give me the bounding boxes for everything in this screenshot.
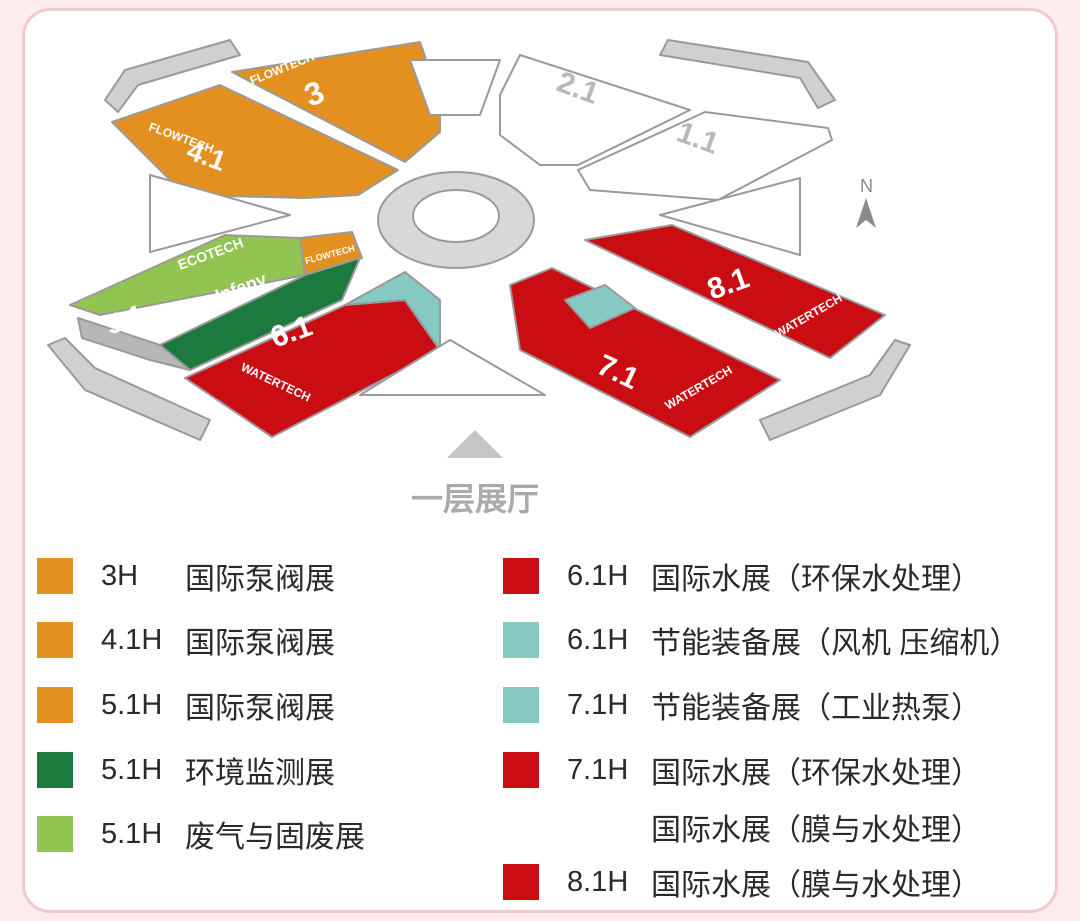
legend-desc: 环境监测展 xyxy=(185,757,335,790)
legend-swatch xyxy=(503,687,539,723)
corner-bar-top-right xyxy=(659,39,836,109)
legend-swatch xyxy=(37,622,73,658)
west-entrance xyxy=(149,174,291,253)
legend-code: 4.1H xyxy=(101,623,163,656)
legend-code: 3H xyxy=(101,559,139,592)
legend-extra-line: 国际水展（膜与水处理） xyxy=(651,814,981,847)
legend-item: 8.1H 国际水展（膜与水处理） xyxy=(503,862,981,902)
corner-bar-bottom-left xyxy=(47,337,211,441)
plaza-center xyxy=(412,189,500,243)
legend-code: 5.1H xyxy=(101,817,163,850)
hall-2-1 xyxy=(499,54,691,166)
legend-swatch xyxy=(503,558,539,594)
legend-code: 8.1H xyxy=(567,865,629,898)
legend-item: 6.1H 节能装备展（风机 压缩机） xyxy=(503,620,1019,660)
hall-7-1-energy xyxy=(564,284,636,329)
legend-item: 7.1H 国际水展（环保水处理） xyxy=(503,750,981,790)
legend-swatch xyxy=(37,558,73,594)
legend-desc: 国际泵阀展 xyxy=(185,692,335,725)
legend-swatch xyxy=(503,752,539,788)
legend-code: 7.1H xyxy=(567,688,629,721)
legend-swatch xyxy=(503,622,539,658)
legend-item: 4.1H 国际泵阀展 xyxy=(37,620,335,660)
legend-code: 6.1H xyxy=(567,559,629,592)
hall-1-1 xyxy=(577,111,833,201)
legend-desc: 国际泵阀展 xyxy=(185,627,335,660)
legend-desc: 节能装备展（工业热泵） xyxy=(651,692,981,725)
hall-5-1-gray xyxy=(77,317,191,371)
venue-map: 3 4.1 5.1 6.1 7.1 8.1 FLOWTECH FLOWTECH … xyxy=(47,39,911,517)
legend-item: 7.1H 节能装备展（工业热泵） xyxy=(503,685,981,725)
legend-item: 5.1H 国际泵阀展 xyxy=(37,685,335,725)
north-entrance xyxy=(409,59,501,116)
corner-bar-bottom-right xyxy=(759,339,911,441)
legend-swatch xyxy=(37,752,73,788)
legend-desc: 国际水展（环保水处理） xyxy=(651,757,981,790)
floor-label: 一层展厅 xyxy=(411,481,539,517)
legend-item: 5.1H 环境监测展 xyxy=(37,750,335,790)
hall-8-1 xyxy=(584,224,886,359)
north-arrow-icon xyxy=(856,198,876,228)
legend-swatch xyxy=(503,864,539,900)
north-label: N xyxy=(860,176,873,196)
legend-code: 5.1H xyxy=(101,753,163,786)
east-entrance xyxy=(659,177,801,256)
legend-item: 5.1H 废气与固废展 xyxy=(37,814,365,854)
floor-arrow-icon xyxy=(447,430,503,458)
legend-swatch xyxy=(37,687,73,723)
hall-5-1-ecotech xyxy=(69,234,306,316)
legend-item: 6.1H 国际水展（环保水处理） xyxy=(503,556,981,596)
legend-desc: 国际泵阀展 xyxy=(185,563,335,596)
legend-desc: 国际水展（环保水处理） xyxy=(651,563,981,596)
legend-swatch xyxy=(37,816,73,852)
legend-code: 6.1H xyxy=(567,623,629,656)
legend-code: 5.1H xyxy=(101,688,163,721)
south-entrance xyxy=(359,339,546,396)
corner-bar-top-left xyxy=(104,39,241,113)
legend-code: 7.1H xyxy=(567,753,629,786)
legend-desc: 节能装备展（风机 压缩机） xyxy=(651,627,1020,660)
legend-item: 3H 国际泵阀展 xyxy=(37,556,335,596)
hall-6-1-energy xyxy=(344,271,441,351)
legend-desc: 废气与固废展 xyxy=(185,821,365,854)
legend-desc: 国际水展（膜与水处理） xyxy=(651,869,981,902)
